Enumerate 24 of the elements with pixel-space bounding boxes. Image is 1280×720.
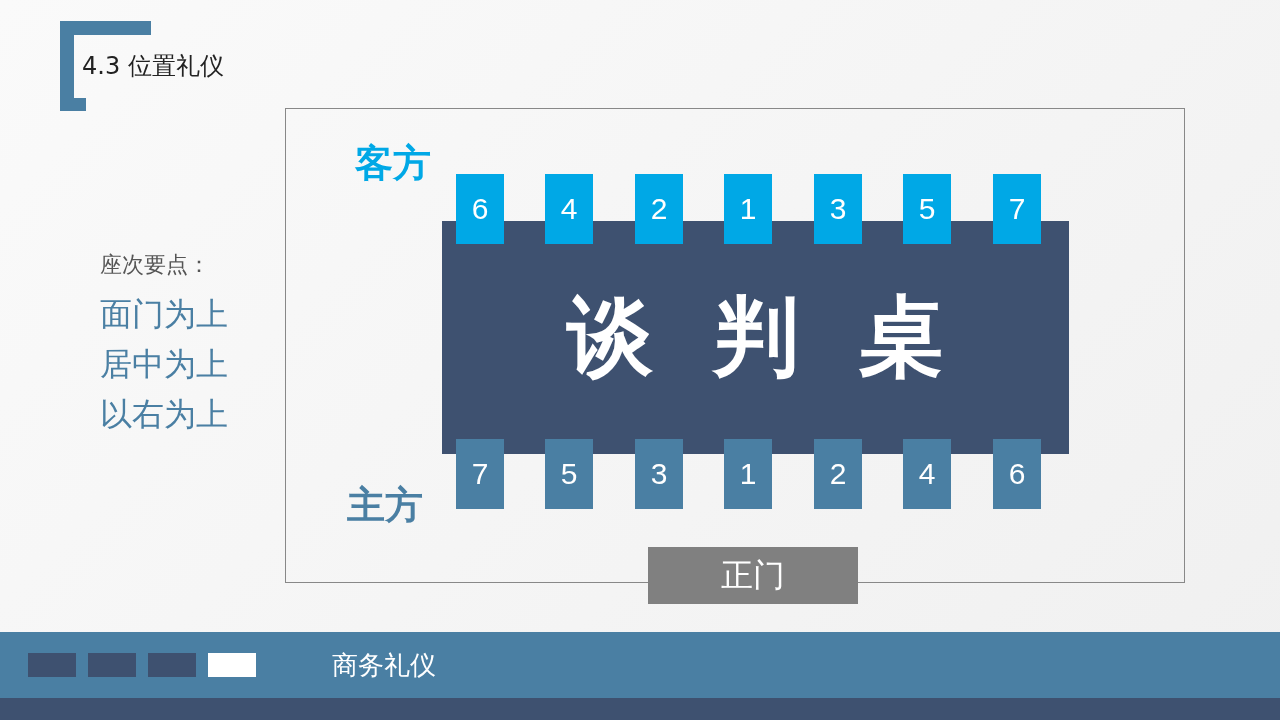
footer-text: 商务礼仪 [332, 649, 436, 682]
door-box: 正门 [648, 547, 858, 604]
heading-text: 座次要点： [100, 251, 210, 279]
seat-box: 3 [635, 439, 683, 509]
seat-box: 5 [903, 174, 951, 244]
seat-box: 7 [456, 439, 504, 509]
seat-box: 3 [814, 174, 862, 244]
seat-box: 6 [993, 439, 1041, 509]
seat-box: 1 [724, 174, 772, 244]
seat-box: 4 [545, 174, 593, 244]
seat-box: 5 [545, 439, 593, 509]
seat-box: 4 [903, 439, 951, 509]
seat-box: 2 [635, 174, 683, 244]
table-box: 谈判桌 [442, 221, 1069, 454]
point-text: 面门为上 [100, 294, 228, 335]
side-label: 主方 [347, 482, 423, 529]
seat-box: 7 [993, 174, 1041, 244]
seat-box: 2 [814, 439, 862, 509]
point-text: 以右为上 [100, 394, 228, 435]
slide-title: 4.3 位置礼仪 [82, 51, 224, 82]
seat-box: 6 [456, 174, 504, 244]
point-text: 居中为上 [100, 344, 228, 385]
seat-box: 1 [724, 439, 772, 509]
side-label: 客方 [355, 140, 431, 187]
